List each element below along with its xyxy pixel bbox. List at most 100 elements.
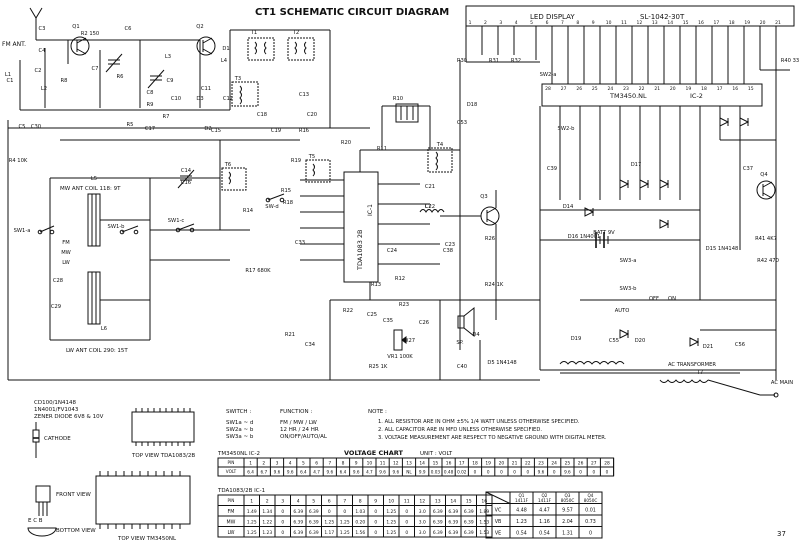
ic2-pin-cell: 27 (591, 461, 597, 467)
ic1-volt-cell: 1.89 (479, 509, 489, 515)
component-label-r31: R31 (489, 58, 499, 64)
component-label-batt: BATT 9V (593, 230, 615, 236)
ic2-pin-label: 27 (561, 86, 567, 92)
component-label-r7: R7 (163, 114, 170, 120)
am-antenna-coils (49, 177, 250, 341)
ic2-pin-cell: 9 (355, 461, 358, 467)
ic2-pin-cell: 8 (342, 461, 345, 467)
ic1-package: TDA1083 2B IC-1 (343, 171, 379, 283)
ic1-volt-cell: 6.39 (293, 530, 303, 536)
ic2-pin-label: 18 (701, 86, 707, 92)
ic2-volt-cell: 9.6 (564, 470, 571, 475)
ic1-volt-cell: 1.23 (262, 530, 272, 536)
ic1-volt-cell: 1.25 (247, 530, 257, 536)
ic1-volt-cell: 1.25 (386, 530, 396, 536)
ic1-volt-cell: 3.0 (419, 530, 426, 536)
ic1-volt-cell: 1.53 (479, 520, 489, 526)
component-label-c55: C55 (609, 338, 619, 344)
component-label-c39: C39 (547, 166, 557, 172)
component-label-sw3a: SW3-a (620, 258, 637, 264)
component-label-r8: R8 (61, 78, 68, 84)
component-label-sw2a: SW2-a (540, 72, 557, 78)
display-pin-label: 10 (606, 20, 612, 26)
band-switch-contacts (37, 193, 285, 235)
display-pin-label: 7 (561, 20, 564, 26)
component-label-vr1: VR1 100K (387, 354, 413, 360)
ic1-volt-cell: 1.03 (355, 509, 365, 515)
note-2: 2. ALL CAPACITOR ARE IN MFD UNLESS OTHER… (378, 427, 542, 433)
ic1-volt-cell: 0 (405, 509, 408, 515)
ic2-pin-label: 15 (748, 86, 754, 92)
ic1-pin-cell: 1 (250, 499, 253, 505)
transistor-volt-cell: 1.31 (562, 531, 573, 537)
ic1-volt-cell: 1.53 (479, 530, 489, 536)
component-label-d19: D19 (571, 336, 582, 342)
ic1-volt-cell: 6.39 (309, 520, 319, 526)
display-pin-label: 21 (775, 20, 781, 26)
component-label-l2: L2 (41, 86, 47, 92)
ic1-volt-cell: 0 (343, 509, 346, 515)
display-pin-label: 2 (484, 20, 487, 26)
component-label-mw: MW (61, 250, 71, 256)
component-label-d4: D4 (472, 332, 480, 338)
ic1-volt-cell: 6.39 (433, 530, 443, 536)
label-bottom-view: BOTTOM VIEW (56, 528, 96, 534)
ic2-pin-cell: 21 (512, 461, 518, 467)
component-label-c24: C24 (387, 248, 398, 254)
component-label-c20: C20 (307, 112, 317, 118)
component-label-on: ON (668, 296, 676, 302)
ic2-pin-cell: 15 (433, 461, 439, 467)
ic2-volt-cell: 6.4 (340, 470, 347, 475)
display-pin-label: 8 (576, 20, 579, 26)
component-label-r16: R16 (299, 128, 309, 134)
legend-line-2: 1N4001/FV1043 (34, 407, 79, 413)
ic1-volt-cell: 1.25 (324, 520, 334, 526)
transformer-t5 (305, 159, 331, 183)
ic1-pin-cell: 7 (343, 499, 346, 505)
ic2-pin-cell: 26 (578, 461, 584, 467)
transistor-volt-cell: 4.48 (516, 508, 527, 514)
display-bus (465, 26, 790, 380)
display-pin-label: 20 (760, 20, 766, 26)
component-label-r10: R10 (393, 96, 403, 102)
component-label-c53: C53 (457, 120, 467, 126)
page-number: 37 (777, 530, 786, 538)
transistor-q3 (440, 190, 500, 320)
component-label-q3: Q3 (480, 194, 487, 200)
component-label-c19: C19 (271, 128, 281, 134)
ic2-volt-cell: 9.6 (392, 470, 399, 475)
ic2-volt-cell: 0.02 (457, 470, 467, 475)
component-label-l4: L4 (221, 58, 228, 64)
ic1-volt-cell: 1.17 (324, 530, 334, 536)
ic1-wiring (300, 60, 461, 350)
switch-head: SWITCH : (226, 409, 251, 415)
ic1-volt-cell: 6.39 (464, 509, 474, 515)
ic2-volt-cell: 6.4 (300, 470, 307, 475)
component-label-c10: C10 (171, 96, 181, 102)
component-label-q4: Q4 (760, 172, 768, 178)
ic2-name: IC-2 (690, 92, 703, 100)
ic2-volt-cell: 9.9 (419, 470, 426, 475)
label-top-view-ic1: TOP VIEW TDA1083/2B (131, 453, 195, 459)
ic2-pin-label: 25 (592, 86, 598, 92)
switch-row-2-val: 12 HR / 24 HR (280, 427, 319, 433)
ic2-volt-cell: 0 (592, 470, 595, 475)
ic1-volt-cell: 0 (374, 520, 377, 526)
display-pin-label: 15 (683, 20, 689, 26)
filter-block (395, 103, 419, 123)
ic2-volt-cell: 9.6 (274, 470, 281, 475)
transistor-volt-cell: 1.23 (516, 519, 527, 525)
display-pin-label: 3 (499, 20, 502, 26)
ic1-pin-cell: 4 (297, 499, 300, 505)
transistor-volt-cell: 0.54 (539, 531, 550, 537)
component-label-r2: R2 150 (81, 31, 99, 37)
ic2-pin-cell: 6 (315, 461, 318, 467)
label-lw-coil: LW ANT COIL 290: 15T (66, 348, 128, 354)
ic2-pin-cell: 16 (446, 461, 452, 467)
component-label-r23: R23 (399, 302, 409, 308)
display-pin-label: 16 (698, 20, 704, 26)
component-label-c15: C15 (211, 128, 221, 134)
